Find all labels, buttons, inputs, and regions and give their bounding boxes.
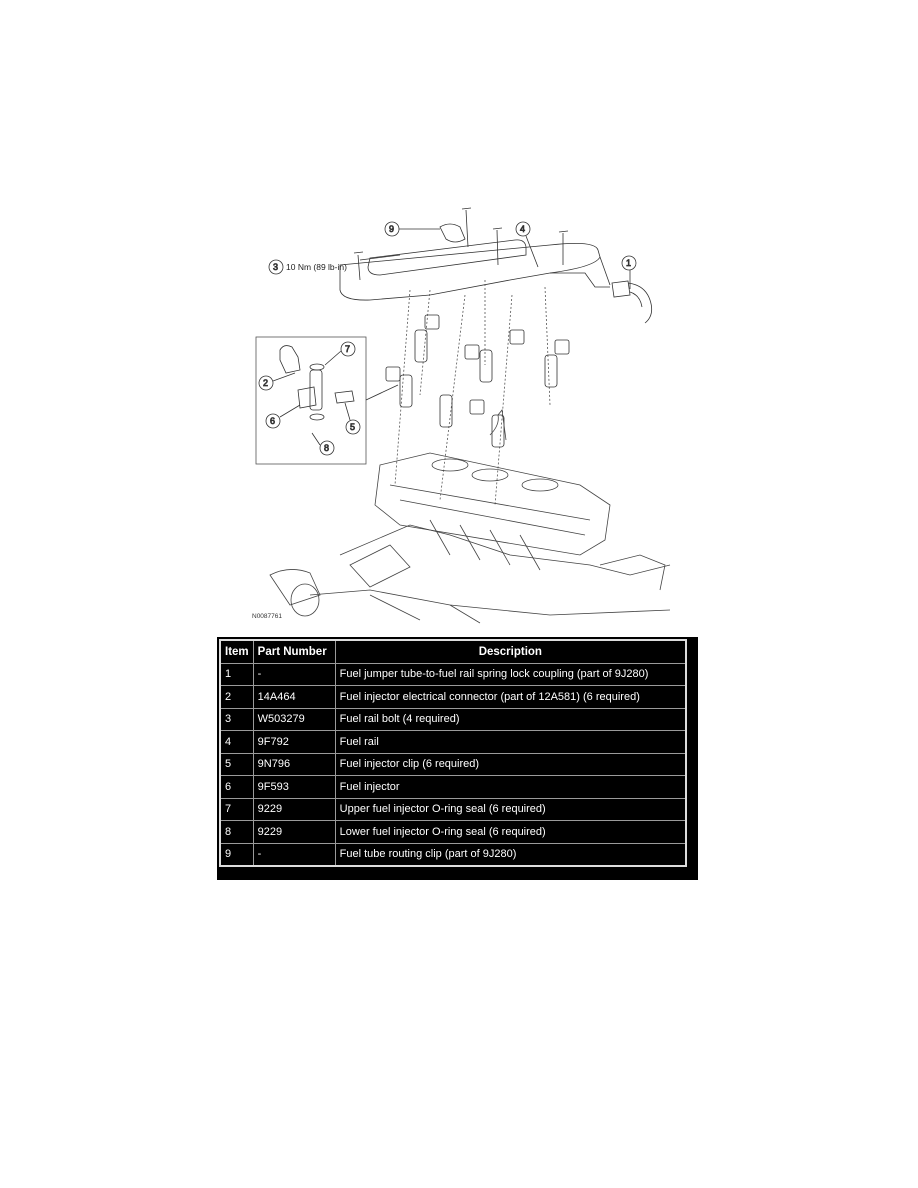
cell-part-number: 9229 (252, 797, 336, 821)
callout-7: 7 (324, 341, 356, 366)
header-part-number: Part Number (252, 639, 336, 664)
svg-text:7: 7 (345, 344, 350, 354)
cell-part-number: 9N796 (252, 752, 336, 776)
callout-4: 4 (515, 221, 539, 268)
torque-spec: 10 Nm (89 lb-in) (286, 262, 347, 272)
cell-description: Fuel jumper tube-to-fuel rail spring loc… (334, 662, 687, 686)
cell-part-number: - (252, 842, 336, 867)
cell-description: Lower fuel injector O-ring seal (6 requi… (334, 820, 687, 844)
cell-description: Fuel injector clip (6 required) (334, 752, 687, 776)
svg-text:3: 3 (273, 262, 278, 272)
cell-item: 1 (219, 662, 254, 686)
svg-text:2: 2 (263, 378, 268, 388)
callout-5: 5 (344, 402, 361, 435)
cell-item: 5 (219, 752, 254, 776)
cell-part-number: 9F792 (252, 730, 336, 754)
cell-description: Fuel injector (334, 775, 687, 799)
callout-6: 6 (265, 404, 301, 429)
svg-text:4: 4 (520, 224, 525, 234)
fuel-rail-exploded-diagram: 9 4 1 3 7 2 6 5 8 10 Nm (89 lb-in) N0087… (250, 195, 680, 627)
callout-9: 9 (384, 221, 440, 237)
cell-item: 6 (219, 775, 254, 799)
cell-description: Fuel tube routing clip (part of 9J280) (334, 842, 687, 867)
injector-detail-inset (255, 336, 367, 465)
callouts: 9 4 1 3 7 2 6 5 8 (258, 221, 637, 456)
fuel-rail-drawing (339, 207, 653, 324)
cell-item: 2 (219, 685, 254, 709)
cell-part-number: W503279 (252, 707, 336, 731)
cell-part-number: 9229 (252, 820, 336, 844)
cell-part-number: 9F593 (252, 775, 336, 799)
parts-table-frame: Item Part Number Description 1-Fuel jump… (217, 637, 698, 880)
table-row: 1-Fuel jumper tube-to-fuel rail spring l… (219, 662, 687, 686)
cell-item: 8 (219, 820, 254, 844)
cell-part-number: - (252, 662, 336, 686)
fuel-injectors-drawing (385, 314, 570, 448)
engine-block-drawing (269, 409, 671, 624)
callout-1: 1 (621, 255, 637, 289)
inset-injector-drawing (279, 345, 399, 421)
cell-part-number: 14A464 (252, 685, 336, 709)
cell-item: 4 (219, 730, 254, 754)
svg-text:9: 9 (389, 224, 394, 234)
cell-item: 7 (219, 797, 254, 821)
cell-description: Fuel rail bolt (4 required) (334, 707, 687, 731)
guide-lines (394, 280, 551, 506)
cell-item: 3 (219, 707, 254, 731)
svg-text:1: 1 (626, 258, 631, 268)
header-description: Description (334, 639, 687, 664)
svg-text:6: 6 (270, 416, 275, 426)
cell-description: Fuel rail (334, 730, 687, 754)
table-header-row: Item Part Number Description (219, 639, 687, 664)
header-item: Item (219, 639, 254, 664)
table-row: 9-Fuel tube routing clip (part of 9J280) (219, 842, 687, 867)
callout-2: 2 (258, 372, 296, 391)
callout-3: 3 (268, 259, 284, 275)
cell-description: Fuel injector electrical connector (part… (334, 685, 687, 709)
parts-table: Item Part Number Description 1-Fuel jump… (219, 639, 687, 867)
figure-id: N0087761 (252, 613, 282, 620)
callout-8: 8 (311, 432, 335, 456)
svg-text:8: 8 (324, 443, 329, 453)
cell-description: Upper fuel injector O-ring seal (6 requi… (334, 797, 687, 821)
svg-text:5: 5 (350, 422, 355, 432)
cell-item: 9 (219, 842, 254, 867)
